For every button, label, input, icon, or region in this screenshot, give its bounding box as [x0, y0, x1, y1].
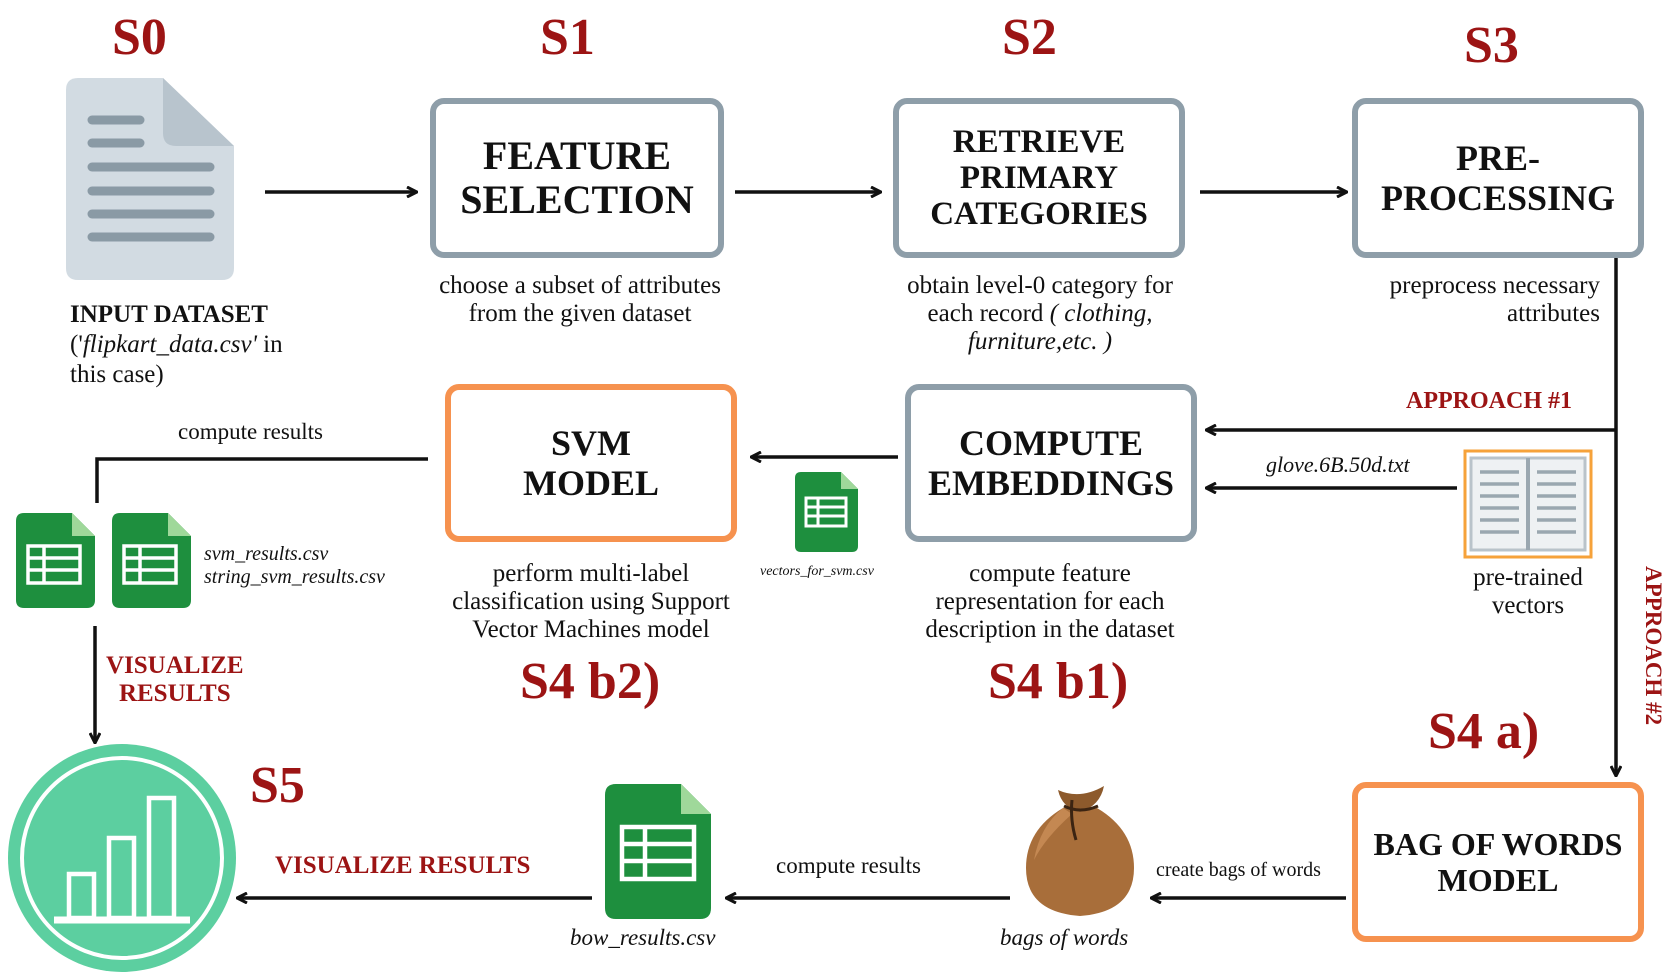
svm-model-box: SVM MODEL: [445, 384, 737, 542]
input-dataset-line2: ('flipkart_data.csv' in: [70, 330, 370, 360]
visualize-left-line1: VISUALIZE: [106, 652, 244, 679]
visualize-bottom-label: VISUALIZE RESULTS: [275, 852, 531, 879]
step-label-s4b1: S4 b1): [988, 653, 1129, 710]
retrieve-desc-2b: ( clothing,: [1049, 300, 1153, 327]
approach1-label: APPROACH #1: [1406, 388, 1572, 414]
bar-chart-icon: [8, 744, 236, 972]
bow-title-1: BAG OF WORDS: [1373, 826, 1623, 862]
string-svm-results-file-label: string_svm_results.csv: [204, 566, 385, 588]
retrieve-desc: obtain level-0 category for each record …: [870, 272, 1210, 356]
svm-desc: perform multi-label classification using…: [420, 560, 762, 644]
feature-selection-title-1: FEATURE: [482, 133, 672, 178]
pretrained-vectors-label: pre-trained vectors: [1448, 564, 1608, 620]
approach2-label: APPROACH #2: [1641, 566, 1665, 726]
bag-icon: [1026, 786, 1134, 916]
svm-title-2: MODEL: [522, 463, 659, 503]
svm-title-1: SVM: [550, 423, 631, 463]
svm-desc-1: perform multi-label: [492, 560, 690, 587]
preprocessing-desc-1: preprocess necessary: [1389, 272, 1600, 299]
preprocessing-box: PRE- PROCESSING: [1352, 98, 1644, 258]
input-dataset-caption: INPUT DATASET ('flipkart_data.csv' in th…: [70, 300, 370, 390]
bow-results-file-label: bow_results.csv: [570, 925, 716, 950]
retrieve-title-1: RETRIEVE: [952, 124, 1126, 160]
spreadsheet-icon-svm-2: [112, 513, 191, 608]
spreadsheet-icon-bow: [605, 784, 711, 919]
step-label-s1: S1: [540, 9, 595, 66]
line-svm-results: [95, 457, 428, 503]
embeddings-desc-3: description in the dataset: [925, 616, 1175, 643]
preprocessing-title-1: PRE-: [1456, 138, 1540, 178]
preprocessing-desc-2: attributes: [1506, 300, 1600, 327]
glove-file-label: glove.6B.50d.txt: [1266, 452, 1410, 477]
embeddings-title-1: COMPUTE: [958, 423, 1143, 463]
visualize-left-label: VISUALIZE RESULTS: [106, 652, 244, 708]
preprocessing-title-2: PROCESSING: [1380, 178, 1616, 218]
feature-selection-desc-2: from the given dataset: [468, 300, 692, 327]
svm-desc-2: classification using Support: [452, 588, 730, 615]
pretrained-label-2: vectors: [1491, 592, 1565, 619]
bow-title-2: MODEL: [1437, 862, 1559, 898]
embeddings-desc: compute feature representation for each …: [880, 560, 1220, 644]
book-icon: [1463, 449, 1593, 559]
retrieve-desc-2: each record ( clothing,: [870, 300, 1210, 328]
input-line2-rest: in: [256, 331, 283, 358]
input-open-paren: (': [70, 331, 83, 358]
embeddings-desc-2: representation for each: [935, 588, 1165, 615]
document-icon: [66, 78, 234, 280]
feature-selection-desc: choose a subset of attributes from the g…: [410, 272, 750, 328]
spreadsheet-icon-svm-1: [16, 513, 95, 608]
step-label-s3: S3: [1464, 17, 1519, 74]
svm-desc-3: Vector Machines model: [472, 616, 710, 643]
embeddings-title-2: EMBEDDINGS: [927, 463, 1175, 503]
retrieve-title-2: PRIMARY: [959, 160, 1119, 196]
feature-selection-title-2: SELECTION: [460, 177, 694, 222]
spreadsheet-icon-vectors: [795, 472, 858, 552]
retrieve-desc-3: furniture,etc. ): [967, 328, 1113, 355]
preprocessing-desc: preprocess necessary attributes: [1330, 272, 1600, 328]
visualize-left-line2: RESULTS: [118, 680, 231, 707]
compute-results-bottom-label: compute results: [776, 853, 921, 878]
input-dataset-title: INPUT DATASET: [70, 301, 268, 328]
create-bags-label: create bags of words: [1156, 859, 1321, 881]
input-dataset-line3: this case): [70, 361, 164, 388]
feature-selection-desc-1: choose a subset of attributes: [439, 272, 721, 299]
step-label-s4a: S4 a): [1428, 703, 1540, 760]
retrieve-desc-1: obtain level-0 category for: [907, 272, 1173, 299]
compute-embeddings-box: COMPUTE EMBEDDINGS: [905, 384, 1197, 542]
input-file-name: flipkart_data.csv': [82, 331, 257, 358]
bags-of-words-label: bags of words: [1000, 925, 1129, 950]
compute-results-top-label: compute results: [178, 419, 323, 444]
vectors-file-label: vectors_for_svm.csv: [760, 564, 874, 579]
retrieve-categories-box: RETRIEVE PRIMARY CATEGORIES: [893, 98, 1185, 258]
retrieve-desc-2a: each record: [927, 300, 1050, 327]
step-label-s4b2: S4 b2): [520, 653, 661, 710]
pretrained-label-1: pre-trained: [1473, 564, 1583, 591]
bag-of-words-box: BAG OF WORDS MODEL: [1352, 782, 1644, 942]
embeddings-desc-1: compute feature: [969, 560, 1131, 587]
step-label-s0: S0: [112, 9, 167, 66]
step-label-s5: S5: [250, 757, 305, 814]
retrieve-title-3: CATEGORIES: [930, 196, 1148, 232]
step-label-s2: S2: [1002, 9, 1057, 66]
svm-results-file-label: svm_results.csv: [204, 543, 329, 565]
